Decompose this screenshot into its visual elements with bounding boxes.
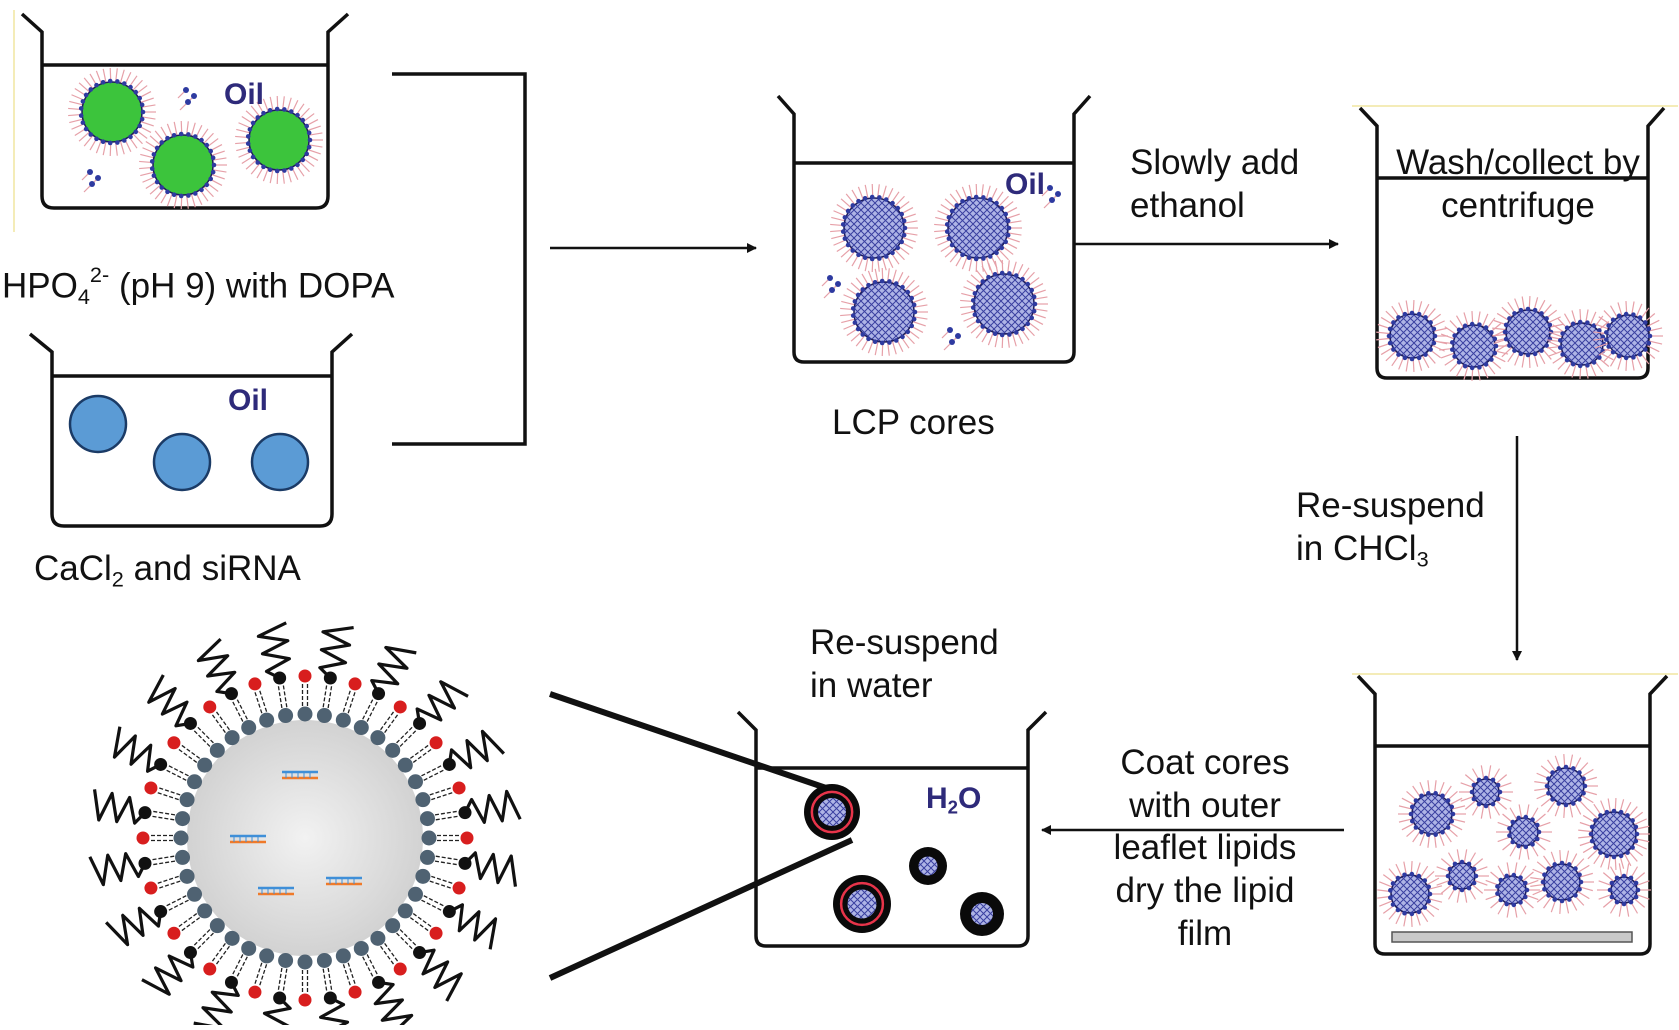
beaker-bottom-left bbox=[28, 332, 354, 528]
label-slowly-add: Slowly add ethanol bbox=[1130, 142, 1299, 227]
settled-core-5 bbox=[1593, 301, 1663, 371]
resuspended-core-6 bbox=[1377, 861, 1443, 927]
cacl2-sub: 2 bbox=[111, 566, 124, 592]
merge-bracket bbox=[392, 72, 527, 446]
coat-line3: leaflet lipids bbox=[1113, 828, 1297, 868]
coat-line4: dry the lipid bbox=[1115, 871, 1295, 911]
free-lipid-1 bbox=[177, 87, 197, 111]
lpc-particle-2 bbox=[909, 847, 947, 885]
coat-line1: Coat cores bbox=[1120, 743, 1290, 782]
water-line2: in water bbox=[810, 665, 933, 705]
resuspended-core-4 bbox=[1496, 804, 1552, 860]
slowly-add-line2: ethanol bbox=[1130, 185, 1245, 225]
oil-label-lcp: Oil bbox=[1005, 168, 1046, 201]
green-micelle-2 bbox=[139, 121, 227, 209]
beaker-lcp bbox=[776, 94, 1092, 364]
free-lipid-2 bbox=[81, 169, 101, 193]
lpc-particle-4 bbox=[960, 892, 1004, 936]
settled-core-3 bbox=[1492, 296, 1564, 368]
label-lcp-cores: LCP cores bbox=[832, 403, 995, 442]
resuspended-core-7 bbox=[1435, 849, 1489, 903]
resuspended-core-10 bbox=[1597, 863, 1651, 917]
lcp-core-2 bbox=[934, 184, 1022, 272]
lcp-core-1 bbox=[830, 184, 918, 272]
sirna-duplex-3 bbox=[258, 886, 294, 896]
chcl3-line2-sub: 3 bbox=[1416, 546, 1429, 572]
chcl3-line2: in CHCl3 bbox=[1296, 528, 1485, 573]
resuspended-core-1 bbox=[1398, 780, 1466, 848]
resuspended-core-9 bbox=[1530, 850, 1594, 914]
wash-line1: Wash/collect by bbox=[1396, 143, 1640, 182]
h2o-main: H bbox=[926, 782, 948, 815]
chcl3-line1: Re-suspend bbox=[1296, 486, 1485, 525]
label-hpo4: HPO42- (pH 9) with DOPA bbox=[2, 262, 394, 311]
beaker-wash bbox=[1358, 106, 1666, 380]
h2o-label: H2O bbox=[926, 782, 981, 819]
oil-label-top-left: Oil bbox=[224, 78, 265, 111]
oil-label-bottom-left: Oil bbox=[228, 384, 269, 417]
wash-line2: centrifuge bbox=[1441, 185, 1595, 225]
chcl3-line2-pre: in CHCl bbox=[1296, 528, 1417, 568]
lcp-core-4 bbox=[960, 260, 1048, 348]
lipid-film bbox=[1391, 931, 1633, 943]
free-lipid-4 bbox=[821, 275, 841, 299]
resuspended-core-3 bbox=[1534, 754, 1598, 818]
sirna-duplex-1 bbox=[282, 770, 318, 780]
lpc-particle-1 bbox=[804, 784, 860, 840]
lcp-core-3 bbox=[840, 268, 928, 356]
green-micelle-3 bbox=[235, 96, 323, 184]
slowly-add-line1: Slowly add bbox=[1130, 143, 1300, 182]
cacl2-pre: CaCl bbox=[34, 549, 112, 588]
coat-line5: film bbox=[1177, 913, 1233, 953]
zoom-line-bottom bbox=[548, 837, 854, 981]
lpc-particle-3 bbox=[833, 875, 891, 933]
aqueous-droplet-2 bbox=[152, 432, 212, 492]
h2o-end: O bbox=[958, 782, 982, 815]
resuspended-core-8 bbox=[1484, 862, 1540, 918]
free-lipid-3 bbox=[1041, 185, 1061, 209]
lcp-particle-zoom bbox=[88, 621, 522, 1030]
beaker-water bbox=[736, 710, 1048, 948]
h2o-sub: 2 bbox=[947, 796, 959, 818]
coat-line2: with outer bbox=[1129, 785, 1281, 825]
resuspended-core-2 bbox=[1459, 765, 1513, 819]
aqueous-droplet-1 bbox=[68, 394, 128, 454]
label-resuspend-chcl3: Re-suspend in CHCl3 bbox=[1296, 485, 1485, 573]
hpo4-sub: 4 bbox=[77, 284, 90, 310]
cacl2-post: and siRNA bbox=[123, 549, 301, 588]
aqueous-droplet-3 bbox=[250, 432, 310, 492]
sirna-duplex-2 bbox=[230, 834, 266, 844]
label-cacl2: CaCl2 and siRNA bbox=[34, 548, 301, 593]
hpo4-pre: HPO bbox=[2, 266, 78, 306]
hpo4-sup: 2- bbox=[89, 262, 110, 287]
beaker-coat bbox=[1356, 674, 1669, 956]
water-line1: Re-suspend bbox=[810, 623, 999, 662]
sirna-duplex-4 bbox=[326, 876, 362, 886]
resuspended-core-5 bbox=[1578, 798, 1650, 870]
settled-core-2 bbox=[1439, 311, 1509, 381]
label-wash: Wash/collect by centrifuge bbox=[1386, 142, 1650, 227]
beaker-top-left bbox=[20, 12, 350, 210]
hpo4-post: (pH 9) with DOPA bbox=[109, 266, 395, 306]
zoom-line-top bbox=[549, 691, 833, 793]
green-micelle-1 bbox=[68, 68, 156, 156]
calcium-phosphate-core bbox=[187, 720, 423, 956]
settled-core-1 bbox=[1376, 300, 1448, 372]
free-lipid-5 bbox=[941, 327, 961, 351]
label-resuspend-water: Re-suspend in water bbox=[810, 622, 999, 707]
label-coat: Coat cores with outer leaflet lipids dry… bbox=[1090, 742, 1320, 955]
